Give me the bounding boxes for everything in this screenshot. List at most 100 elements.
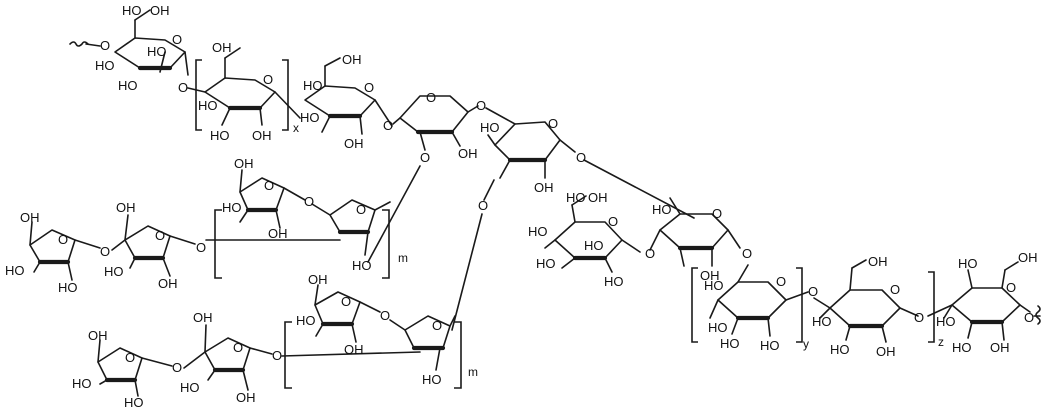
furanose-ring-g4 [389, 315, 456, 371]
hydroxyl-label: HO [812, 314, 832, 329]
ring-oxygen-label: O [155, 228, 165, 243]
oxygen-label: O [914, 310, 924, 325]
pyranose-ring-e [485, 107, 576, 179]
ring-oxygen-label: O [608, 214, 618, 229]
ring-oxygen-label: O [341, 294, 351, 309]
oxygen-label: O [178, 80, 188, 95]
oxygen-label: O [172, 360, 182, 375]
oxygen-label: O [196, 240, 206, 255]
hydroxyl-label: HO [222, 200, 242, 215]
hydroxyl-label: HO [480, 120, 500, 135]
ring-oxygen-label: O [548, 116, 558, 131]
oxygen-label: O [420, 150, 430, 165]
oxygen-label: O [100, 244, 110, 259]
furanose-ring-g1 [97, 339, 173, 397]
hydroxyl-label: HO [652, 202, 672, 217]
hydroxyl-label: HO [118, 78, 138, 93]
furanose-ring-f2 [111, 214, 196, 277]
hydroxyl-label: HO [604, 274, 624, 289]
pyranose-ring-i [544, 195, 641, 273]
repeat-bracket-z [928, 271, 935, 343]
hydroxyl-label: HO [303, 78, 323, 93]
hydroxyl-label: OH [588, 190, 608, 205]
furanose-ring-f4 [311, 199, 391, 256]
glycosidic-bond [281, 351, 421, 357]
hydroxyl-label: OH [234, 156, 254, 171]
furanose-ring-f1 [29, 221, 101, 281]
pyranose-ring-j [709, 264, 809, 337]
hydroxyl-label: HO [830, 342, 850, 357]
hydroxyl-label: OH [236, 390, 256, 405]
hydroxyl-label: HO [296, 313, 316, 328]
ring-oxygen-label: O [356, 202, 366, 217]
oxygen-label: O [380, 308, 390, 323]
repeat-count-z: z [938, 335, 944, 349]
pyranose-ring-a [114, 9, 189, 76]
ring-oxygen-label: O [426, 90, 436, 105]
oxygen-label: O [304, 194, 314, 209]
hydroxyl-label: OH [252, 128, 272, 143]
hydroxyl-label: HO [566, 190, 586, 205]
ring-oxygen-label: O [263, 72, 273, 87]
ring-oxygen-label: O [58, 232, 68, 247]
hydroxyl-label: HO [95, 58, 115, 73]
hydroxyl-label: OH [88, 328, 108, 343]
ring-oxygen-label: O [264, 178, 274, 193]
pyranose-ring-d [392, 95, 479, 151]
repeat-bracket-m-lower [284, 321, 462, 389]
glycosidic-bond [483, 179, 495, 201]
hydroxyl-label: HO [352, 258, 372, 273]
hydroxyl-label: OH [193, 310, 213, 325]
hydroxyl-label: OH [700, 268, 720, 283]
pyranose-ring-b [187, 47, 301, 126]
hydroxyl-label: OH [344, 342, 364, 357]
hydroxyl-label: HO [422, 372, 442, 387]
hydroxyl-label: OH [308, 272, 328, 287]
hydroxyl-label: HO [122, 3, 142, 18]
ring-oxygen-label: O [712, 206, 722, 221]
repeat-bracket-m-upper [214, 209, 390, 279]
ring-oxygen-label: O [776, 274, 786, 289]
glycosidic-bond [367, 165, 421, 263]
pyranose-ring-k [813, 259, 919, 343]
glycosidic-bond [451, 213, 483, 331]
repeat-count-m-upper: m [398, 251, 408, 265]
hydroxyl-label: HO [104, 264, 124, 279]
hydroxyl-label: HO [704, 278, 724, 293]
oxygen-label: O [383, 118, 393, 133]
hydroxyl-label: HO [198, 98, 218, 113]
hydroxyl-label: OH [150, 3, 170, 18]
hydroxyl-label: OH [212, 40, 232, 55]
hydroxyl-label: OH [158, 276, 178, 291]
oxygen-label: O [742, 246, 752, 261]
ring-oxygen-label: O [1006, 280, 1016, 295]
wavy-bond-icon [69, 41, 101, 47]
hydroxyl-label: HO [936, 314, 956, 329]
repeat-bracket-y [691, 267, 803, 343]
hydroxyl-label: HO [536, 256, 556, 271]
oxygen-label: O [476, 98, 486, 113]
oxygen-label: O [645, 246, 655, 261]
hydroxyl-label: OH [990, 340, 1010, 355]
oxygen-label: O [478, 198, 488, 213]
hydroxyl-label: HO [584, 238, 604, 253]
oxygen-label: O [1024, 310, 1034, 325]
hydroxyl-label: HO [58, 280, 78, 295]
hydroxyl-label: HO [124, 395, 144, 409]
hydroxyl-label: OH [458, 146, 478, 161]
ring-oxygen-label: O [125, 350, 135, 365]
oxygen-label: O [272, 348, 282, 363]
hydroxyl-label: OH [534, 180, 554, 195]
hydroxyl-label: HO [180, 380, 200, 395]
repeat-count-m-lower: m [468, 365, 478, 379]
pyranose-ring-l [927, 261, 1031, 341]
oxygen-label: O [576, 150, 586, 165]
hydroxyl-label: HO [708, 320, 728, 335]
hydroxyl-label: OH [868, 254, 888, 269]
hydroxyl-label: OH [876, 344, 896, 359]
hydroxyl-label: HO [300, 110, 320, 125]
furanose-ring-g2 [183, 324, 273, 391]
oxygen-label: O [100, 38, 110, 53]
ring-oxygen-label: O [364, 80, 374, 95]
